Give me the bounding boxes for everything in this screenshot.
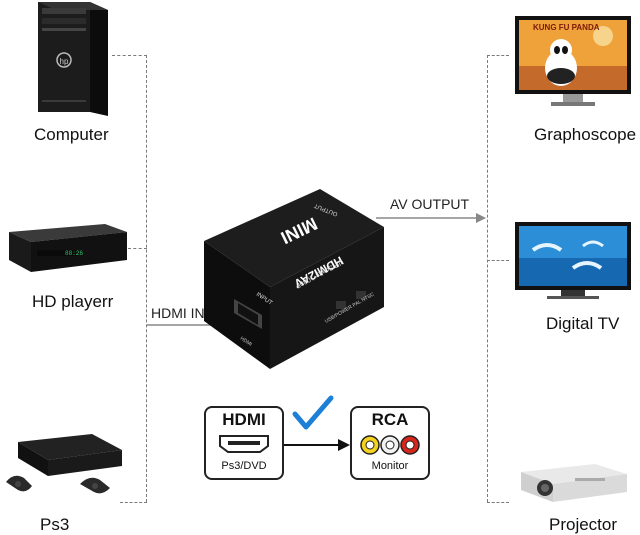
- hdmi-connector-icon: [219, 435, 269, 453]
- hd-player-label: HD playerr: [32, 292, 114, 311]
- av-output-arrow: [376, 213, 486, 223]
- svg-text:hp: hp: [60, 57, 69, 66]
- ps3-label: Ps3: [40, 515, 70, 534]
- digital-tv-image: [515, 222, 631, 299]
- left-connector-ps3: [120, 502, 147, 503]
- computer-tower-image: hp: [38, 2, 108, 116]
- right-connector-digital-tv: [487, 260, 509, 261]
- right-connector-graphoscope: [487, 55, 509, 56]
- hdmi-legend-box: HDMI Ps3/DVD: [204, 406, 284, 480]
- rca-legend-sub: Monitor: [371, 460, 409, 472]
- svg-text:88:26: 88:26: [65, 250, 83, 257]
- graphoscope-monitor-image: KUNG FU PANDA: [515, 16, 631, 106]
- hdmi-legend-sub: Ps3/DVD: [221, 460, 267, 472]
- av-output-label: AV OUTPUT: [390, 196, 470, 212]
- rca-legend-box: RCA Monitor: [350, 406, 430, 480]
- projector-label: Projector: [549, 515, 618, 534]
- check-icon: [292, 395, 334, 430]
- hdmi-to-rca-arrow: [284, 439, 350, 451]
- projector-image: [521, 464, 627, 502]
- rca-jacks-icon: [360, 435, 420, 455]
- graphoscope-label: Graphoscope: [534, 125, 637, 144]
- hdmi-legend-title: HDMI: [222, 410, 266, 429]
- digital-tv-label: Digital TV: [546, 314, 620, 333]
- left-connector-computer: [112, 55, 147, 56]
- left-connector-hdplayer: [128, 248, 147, 249]
- left-connector-line: [146, 55, 147, 502]
- rca-legend-title: RCA: [371, 410, 409, 429]
- graphoscope-screen-title: KUNG FU PANDA: [533, 23, 600, 32]
- ps3-console-image: [6, 434, 122, 494]
- right-connector-projector: [487, 502, 509, 503]
- hd-player-image: 88:26: [9, 224, 127, 272]
- right-connector-line: [487, 55, 488, 502]
- computer-label: Computer: [34, 125, 109, 144]
- hdmi2av-converter-box: MINI HDMI2AV UP Scaler 1080P INPUT OUTPU…: [204, 189, 384, 369]
